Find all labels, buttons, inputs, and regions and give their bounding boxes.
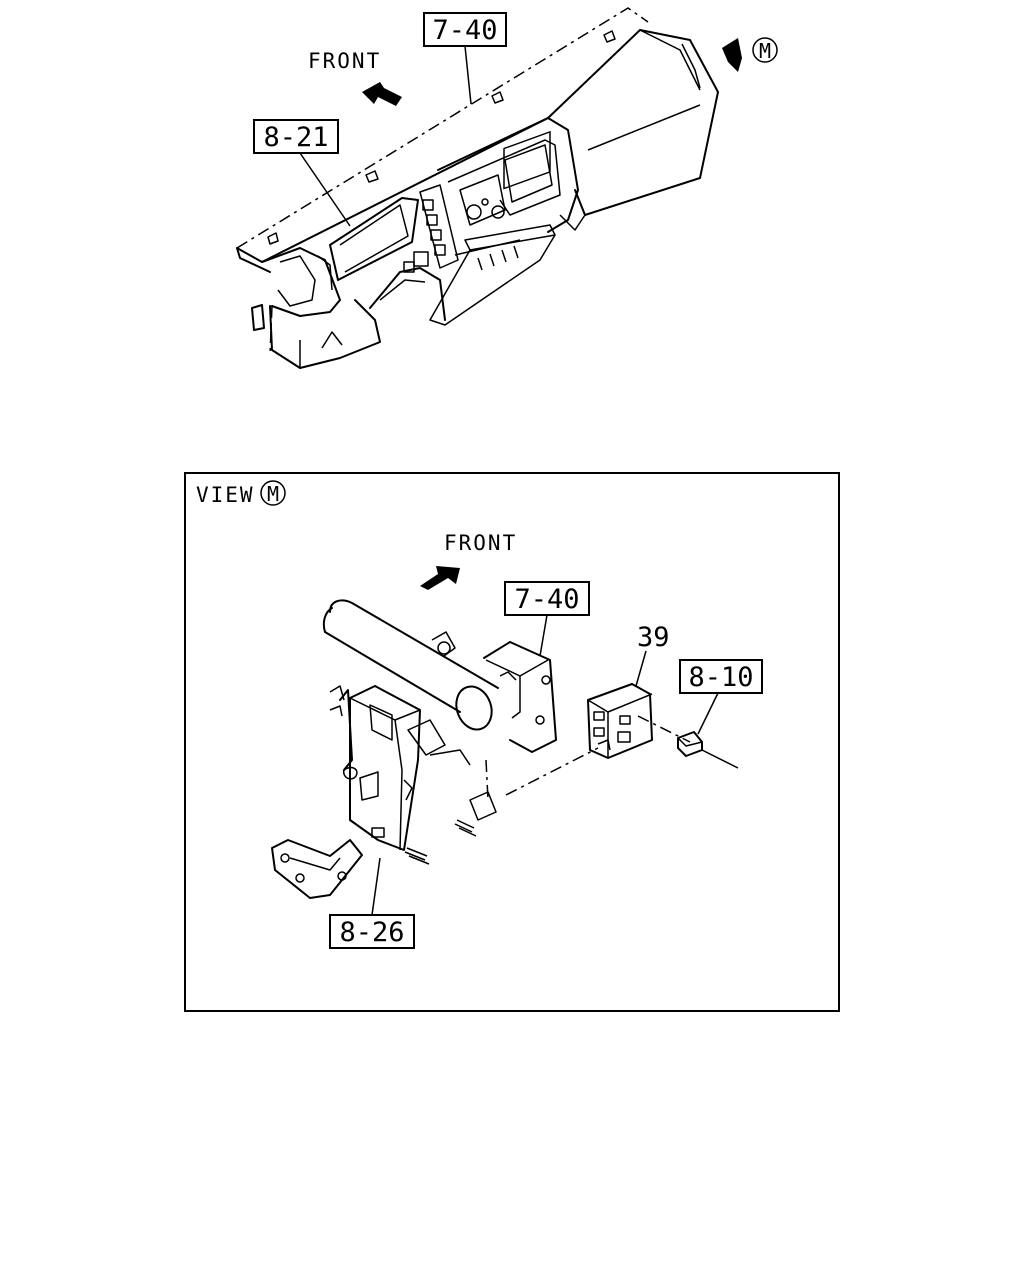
callout-821-top: 8-21	[263, 122, 328, 153]
callout-826-view: 8-26	[339, 917, 404, 948]
view-marker-top: M	[759, 39, 771, 63]
view-label: VIEW	[196, 483, 255, 507]
callout-810-view: 8-10	[688, 662, 753, 693]
front-arrow-view	[420, 566, 460, 590]
callout-740-top: 7-40	[432, 15, 497, 46]
view-m-frame	[184, 472, 840, 1012]
bracket-assembly-drawing	[271, 599, 739, 899]
dashboard-drawing	[236, 7, 719, 369]
front-label-view: FRONT	[444, 531, 517, 555]
callout-39: 39	[637, 622, 670, 653]
view-marker: M	[267, 482, 279, 506]
view-direction-arrow	[722, 38, 742, 72]
callout-740-view: 7-40	[514, 584, 579, 615]
front-label-top: FRONT	[308, 49, 381, 73]
front-arrow-top	[362, 82, 402, 106]
